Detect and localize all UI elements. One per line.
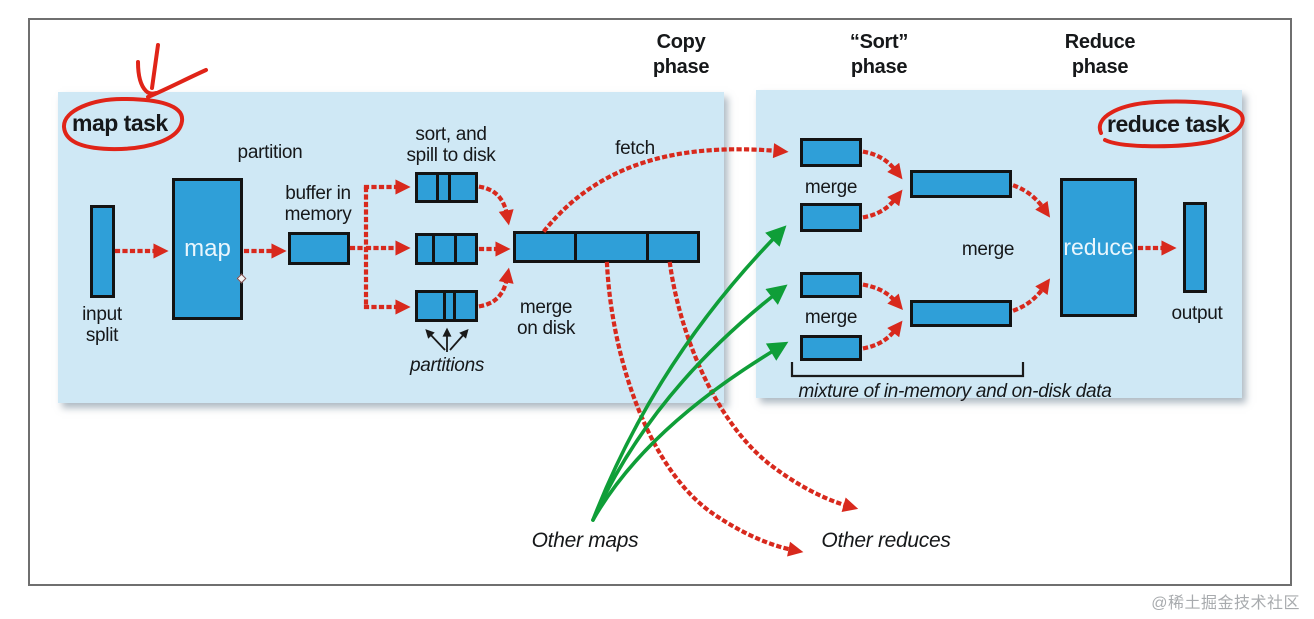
sort-spill-label: sort, and spill to disk <box>406 124 496 167</box>
merged-run-box-2 <box>910 300 1012 327</box>
partition-label: partition <box>237 142 303 163</box>
partition-segment <box>646 234 697 260</box>
merge-bottom-label: merge <box>804 307 858 328</box>
buffer-box <box>288 232 350 265</box>
partition-segment <box>443 293 453 319</box>
fetch-buffer-box-2 <box>800 203 862 232</box>
input-split-box <box>90 205 115 298</box>
partition-segment <box>573 234 646 260</box>
reduce-phase-header: Reduce phase <box>1064 31 1136 78</box>
fetch-buffer-box-3 <box>800 272 862 298</box>
merge-on-disk-label: merge on disk <box>516 297 576 340</box>
partition-segment <box>516 234 574 260</box>
mixture-label: mixture of in-memory and on-disk data <box>798 381 1112 402</box>
sort-phase-header: “Sort” phase <box>849 31 909 78</box>
merged-run-box-1 <box>910 170 1012 198</box>
partition-segment <box>454 236 475 262</box>
reduce-box: reduce <box>1060 178 1137 317</box>
map-task-title: map task <box>72 110 168 136</box>
merge-center-label: merge <box>961 239 1015 260</box>
partition-segment <box>447 175 475 200</box>
partition-segment <box>436 175 447 200</box>
buffer-in-memory-label: buffer in memory <box>284 183 352 226</box>
spill-file-box-3 <box>415 290 478 322</box>
output-label: output <box>1171 303 1223 324</box>
partition-segment <box>418 175 436 200</box>
partition-segment <box>431 236 455 262</box>
watermark: @稀土掘金技术社区 <box>1151 595 1300 612</box>
reduce-task-title: reduce task <box>1107 111 1230 137</box>
reduce-box-label: reduce <box>1063 234 1134 260</box>
partition-segment <box>418 293 443 319</box>
partitions-label: partitions <box>409 355 485 376</box>
partition-segment <box>453 293 475 319</box>
other-maps-label: Other maps <box>531 529 639 552</box>
map-box-label: map <box>184 235 231 262</box>
merged-output-box <box>513 231 700 263</box>
copy-phase-header: Copy phase <box>652 31 710 78</box>
input-split-label: input split <box>82 304 122 347</box>
fetch-buffer-box-1 <box>800 138 862 167</box>
spill-file-box-1 <box>415 172 478 203</box>
output-box <box>1183 202 1207 293</box>
map-box: map <box>172 178 243 320</box>
partition-segment <box>418 236 432 262</box>
spill-file-box-2 <box>415 233 478 265</box>
other-reduces-label: Other reduces <box>821 529 951 552</box>
merge-top-label: merge <box>804 177 858 198</box>
fetch-buffer-box-4 <box>800 335 862 361</box>
fetch-label: fetch <box>615 138 655 159</box>
